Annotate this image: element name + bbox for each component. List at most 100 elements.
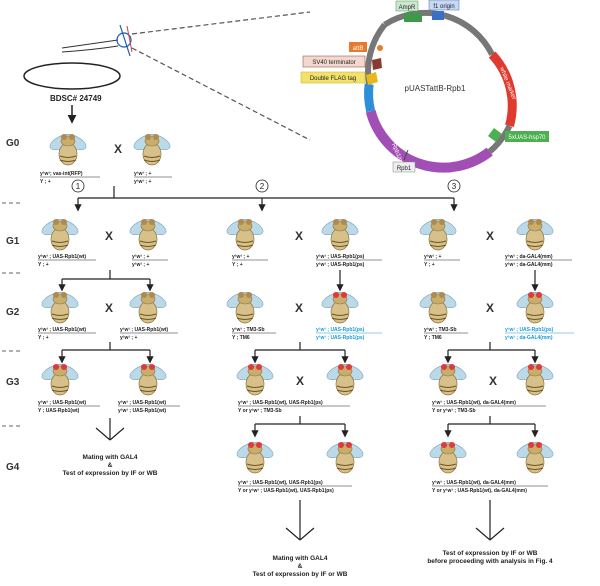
fly-g3a-female [127, 360, 169, 396]
outcome-c-line2: before proceeding with analysis in Fig. … [427, 558, 553, 565]
plasmid-attb-marker [377, 45, 383, 51]
geno-g2b-left-den: Y ; TM6 [232, 335, 250, 341]
plasmid-ampr-marker [404, 13, 422, 22]
geno-g2b-left-num: y¹w¹ ; TM3-Sb [232, 327, 265, 333]
g2-g3-connectors [58, 342, 539, 364]
geno-g1b-left-num: y¹w¹ ; + [232, 254, 249, 260]
geno-g1a-left-den: Y ; + [38, 262, 49, 268]
geno-g2c-left-den: Y ; TM6 [424, 335, 442, 341]
fly-g1c-male [417, 215, 459, 251]
plasmid-name: pUASTattB-Rpb1 [405, 84, 466, 93]
plasmid-f1-marker [432, 11, 444, 20]
geno-g0-right-num: y¹w¹ ; + [134, 171, 151, 177]
plasmid-small-backbone [487, 124, 513, 154]
outcome-a-line3: Test of expression by IF or WB [63, 470, 158, 477]
geno-g1c-right-num: y¹w¹ ; da-GAL4(mm) [505, 254, 553, 260]
fly-g2a-female [127, 288, 169, 324]
plasmid-label-sv40-text: SV40 terminator [312, 60, 355, 66]
fly-g0-female [131, 130, 173, 166]
outcome-a-line1: Mating with GAL4 [83, 454, 138, 461]
geno-g1b-right-den: y¹w¹ ; UAS-Rpb1(ps) [316, 262, 365, 268]
geno-g4c-den: Y or y¹w¹ ; UAS-Rpb1(wt), da-GAL4(mm) [432, 488, 527, 494]
plasmid-label-rpb1-text: Rpb1 [397, 166, 412, 172]
scheme-number-3: 3 [447, 179, 461, 193]
outcome-a-line2: & [108, 462, 113, 469]
geno-g4b-num: y¹w¹ ; UAS-Rpb1(wt), UAS-Rpb1(ps) [238, 480, 323, 486]
plasmid-purple-segment [365, 109, 493, 173]
geno-g2b-right-num: y¹w¹ ; UAS-Rpb1(ps) [316, 327, 365, 333]
fly-g4c-male [427, 438, 469, 474]
zoom-line-top [131, 11, 311, 35]
plasmid-sv40-marker [372, 58, 382, 70]
geno-g0-left-den: Y ; + [40, 179, 51, 185]
geno-g2a-right-den: y¹w¹ ; + [120, 335, 137, 341]
fly-g3c-male [427, 360, 469, 396]
geno-g3a-right-num: y¹w¹ ; UAS-Rpb1(wt) [118, 400, 166, 406]
cross-g3b: X [296, 374, 304, 388]
stock-label: BDSC# 24749 [50, 94, 102, 103]
scheme-number-2: 2 [255, 179, 269, 193]
fly-g4b-male [234, 438, 276, 474]
plasmid-flag-marker [366, 72, 378, 85]
geno-g0-left-num: y¹w¹; vas-int(RFP) [40, 171, 83, 177]
plasmid-label-flag: Double FLAG tag [300, 71, 366, 84]
geno-g3b-den: Y or y¹w¹ ; TM3-Sb [238, 408, 282, 414]
g1-g2-connectors [58, 270, 539, 292]
fly-g0-male [47, 130, 89, 166]
plasmid-label-ampr: AmpR [395, 0, 419, 12]
plasmid-label-rpb1: Rpb1 [392, 161, 416, 173]
geno-g2c-right-num: y¹w¹ ; UAS-Rpb1(ps) [505, 327, 554, 333]
geno-g1b-right-num: y¹w¹ ; UAS-Rpb1(ps) [316, 254, 365, 260]
plasmid-label-uas: 5xUAS-hsp70 [505, 131, 549, 142]
fly-g4b-female [324, 438, 366, 474]
geno-g3b-num: y¹w¹ ; UAS-Rpb1(wt), UAS-Rpb1(ps) [238, 400, 323, 406]
cross-g2c: X [486, 301, 494, 315]
cross-g1b: X [295, 229, 303, 243]
gen-label-g1: G1 [6, 236, 20, 247]
fly-g2c-female [514, 288, 556, 324]
outcome-c-line1: Test of expression by IF or WB [443, 550, 538, 557]
geno-g1a-left-num: y¹w¹ ; UAS-Rpb1(wt) [38, 254, 86, 260]
plasmid-label-uas-text: 5xUAS-hsp70 [508, 135, 546, 141]
geno-g2b-right-den: y¹w¹ ; UAS-Rpb1(ps) [316, 335, 365, 341]
geno-g2c-left-num: y¹w¹ ; TM3-Sb [424, 327, 457, 333]
geno-g4b-den: Y or y¹w¹ ; UAS-Rpb1(wt), UAS-Rpb1(ps) [238, 488, 334, 494]
outcome-b-line1: Mating with GAL4 [273, 555, 328, 562]
plasmid-uas-marker [488, 128, 502, 142]
fly-g2a-male [39, 288, 81, 324]
plasmid-label-f1-text: f1 origin [433, 4, 454, 10]
gen-label-g3: G3 [6, 377, 20, 388]
plasmid-label-ampr-text: AmpR [399, 5, 416, 11]
plasmid-red-segment [488, 51, 517, 128]
geno-g1c-left-den: Y ; + [424, 262, 435, 268]
cross-g1a: X [105, 229, 113, 243]
outcome-b-line3: Test of expression by IF or WB [253, 571, 348, 578]
scheme-number-1-text: 1 [76, 182, 81, 191]
geno-g1c-left-num: y¹w¹ ; + [424, 254, 441, 260]
gen-label-g2: G2 [6, 307, 20, 318]
g3-g4-connectors [95, 416, 539, 441]
zoom-line-bottom [131, 47, 311, 141]
geno-g2c-right-den: y¹w¹ ; da-GAL4(mm) [505, 335, 553, 341]
fly-g4c-female [514, 438, 556, 474]
plasmid-label-flag-text: Double FLAG tag [310, 76, 356, 82]
geno-g2a-left-num: y¹w¹ ; UAS-Rpb1(wt) [38, 327, 86, 333]
fly-g3c-female [514, 360, 556, 396]
scheme-number-1: 1 [71, 179, 85, 193]
cross-g2b: X [295, 301, 303, 315]
generation-separators [2, 202, 22, 427]
geno-g3a-right-den: y¹w¹ ; UAS-Rpb1(wt) [118, 408, 166, 414]
cross-g1c: X [486, 229, 494, 243]
cross-g0: X [114, 142, 122, 156]
fly-g1b-male [224, 215, 266, 251]
scheme-number-2-text: 2 [260, 182, 265, 191]
fly-g1b-female [319, 215, 361, 251]
gen-label-g4: G4 [6, 462, 20, 473]
geno-g1a-right-num: y¹w¹ ; + [132, 254, 149, 260]
plasmid-backbone-arc [383, 9, 495, 56]
cross-g2a: X [105, 301, 113, 315]
geno-g4c-num: y¹w¹ ; UAS-Rpb1(wt), da-GAL4(mm) [432, 480, 516, 486]
fly-g1a-female [127, 215, 169, 251]
geno-g3a-left-num: y¹w¹ ; UAS-Rpb1(wt) [38, 400, 86, 406]
plasmid-map [364, 9, 517, 173]
